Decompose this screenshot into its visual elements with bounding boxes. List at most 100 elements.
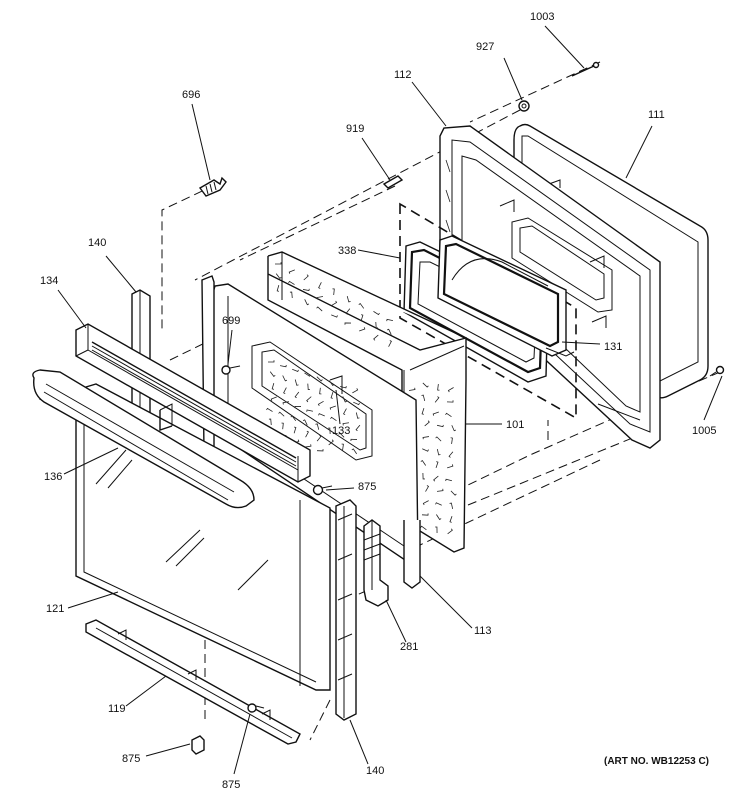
insulation-speck [437, 383, 440, 391]
callout-101: 101 [506, 419, 524, 431]
insulation-speck [290, 415, 297, 422]
insulation-speck [421, 513, 429, 516]
insulation-speck [344, 322, 352, 325]
insulation-speck [304, 444, 312, 448]
insulation-speck [386, 328, 392, 335]
callout-1003: 1003 [530, 11, 554, 23]
side-rail-140-lower [335, 499, 357, 721]
insulation-speck [447, 528, 453, 535]
callout-121: 121 [46, 603, 64, 615]
insulation-speck [445, 412, 452, 418]
insulation-speck [318, 413, 325, 417]
art-number: (ART NO. WB12253 C) [604, 756, 709, 767]
insulation-speck [276, 285, 280, 292]
insulation-speck [316, 449, 324, 452]
insulation-speck [373, 334, 379, 341]
insulation-speck [434, 396, 440, 403]
insulation-speck [319, 387, 322, 395]
insulation-speck [270, 396, 277, 401]
insulation-speck [304, 299, 310, 306]
insulation-speck [432, 411, 439, 416]
insulation-speck [353, 401, 360, 406]
insulation-speck [436, 424, 444, 428]
callout-281: 281 [400, 641, 418, 653]
insulation-speck [294, 405, 302, 409]
rod-1003-icon [571, 61, 600, 77]
insulation-speck [436, 514, 442, 521]
insulation-speck [278, 411, 285, 417]
callout-699: 699 [222, 315, 240, 327]
insulation-speck [302, 419, 308, 426]
hinge-channel-113 [403, 520, 421, 589]
insulation-speck [294, 391, 300, 399]
callout-1005: 1005 [692, 425, 716, 437]
insulation-speck [420, 459, 427, 466]
insulation-speck [342, 396, 348, 403]
callout-136: 136 [44, 471, 62, 483]
insulation-speck [422, 382, 429, 388]
insulation-speck [303, 274, 309, 281]
callout-133: 133 [332, 425, 350, 437]
callout-927: 927 [476, 41, 494, 53]
insulation-speck [341, 443, 344, 451]
callout-131: 131 [604, 341, 622, 353]
insulation-speck [338, 432, 345, 438]
callout-875-lower-left: 875 [122, 753, 140, 765]
insulation-speck [345, 308, 351, 315]
insulation-speck [436, 488, 444, 492]
insulation-speck [435, 461, 439, 468]
insulation-speck [360, 314, 364, 321]
insulation-speck [424, 420, 430, 427]
screw-875-lower-right-icon [247, 703, 265, 713]
insulation-speck [302, 288, 310, 292]
insulation-speck [343, 408, 347, 416]
insulation-speck [315, 423, 320, 430]
insulation-speck [422, 500, 429, 506]
insulation-speck [279, 364, 287, 368]
insulation-speck [421, 408, 425, 415]
insulation-speck [355, 424, 361, 432]
insulation-speck [306, 396, 312, 403]
insulation-speck [304, 372, 311, 377]
insulation-speck [350, 438, 358, 442]
callout-119: 119 [108, 703, 126, 715]
insulation-speck [282, 375, 288, 382]
insulation-speck [342, 422, 350, 426]
insulation-speck [281, 422, 284, 430]
insulation-speck [358, 303, 365, 309]
insulation-speck [448, 451, 454, 458]
insulation-speck [293, 426, 297, 434]
insulation-speck [328, 380, 335, 387]
insulation-speck [332, 288, 335, 296]
insulation-speck [316, 376, 323, 382]
screw-875-lower-left-icon [191, 735, 205, 755]
insulation-speck [420, 525, 427, 531]
hinge-281 [363, 519, 389, 607]
insulation-speck [425, 485, 430, 492]
insulation-speck [435, 526, 438, 534]
insulation-speck [433, 475, 439, 482]
insulation-speck [436, 448, 441, 456]
insulation-speck [288, 269, 295, 274]
insulation-speck [435, 436, 442, 442]
insulation-speck [446, 400, 454, 403]
insulation-speck [268, 418, 272, 426]
callout-113: 113 [474, 625, 492, 637]
insulation-speck [346, 295, 351, 303]
callout-875-lower-right: 875 [222, 779, 240, 791]
insulation-speck [373, 311, 380, 316]
outer-door-glass-121 [75, 383, 331, 691]
insulation-speck [266, 407, 273, 412]
insulation-speck [451, 425, 457, 432]
insulation-speck [269, 371, 276, 377]
screw-875-upper-icon [312, 484, 333, 496]
insulation-speck [447, 464, 454, 469]
insulation-speck [422, 448, 429, 452]
insulation-speck [275, 273, 282, 279]
callout-696: 696 [182, 89, 200, 101]
insulation-speck [316, 435, 322, 442]
insulation-speck [288, 280, 295, 285]
insulation-speck [317, 400, 324, 407]
insulation-speck [275, 262, 282, 265]
insulation-speck [375, 321, 379, 329]
